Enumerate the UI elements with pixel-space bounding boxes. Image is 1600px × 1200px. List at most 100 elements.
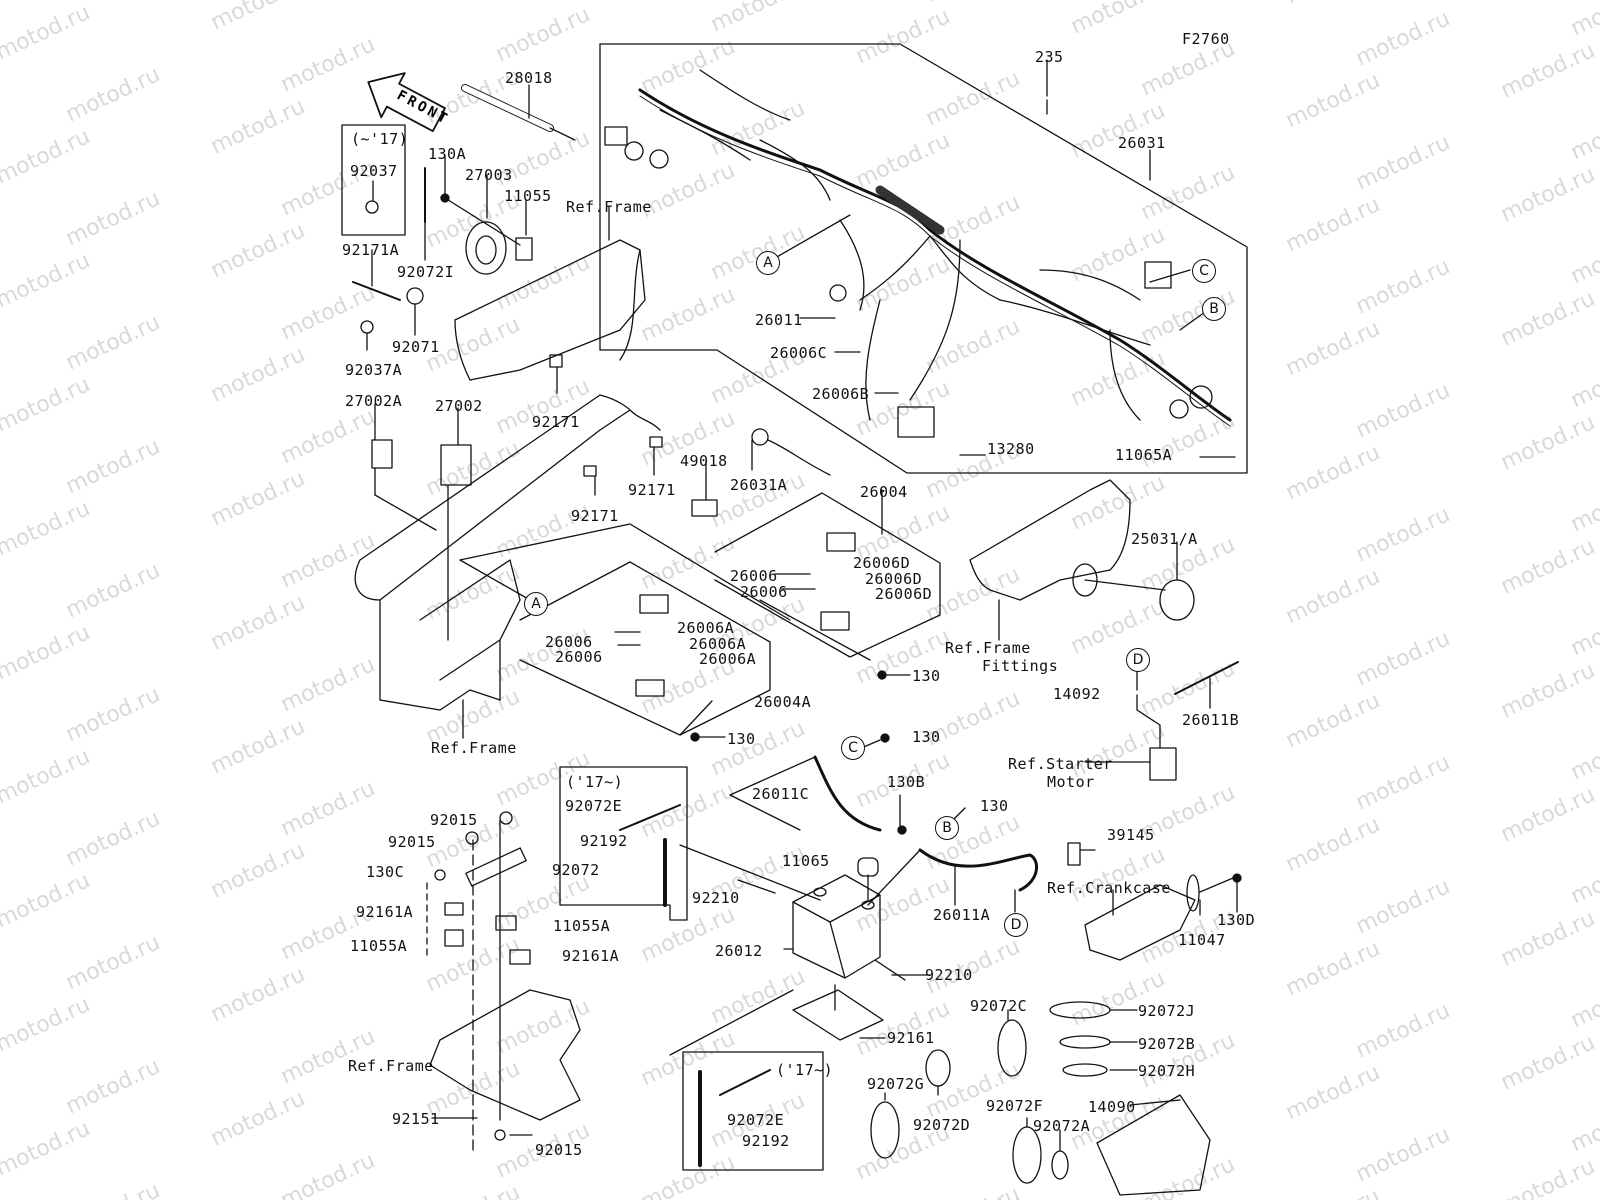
part-label-130-fusebox[interactable]: 130 [912, 667, 941, 685]
part-label-130-fusebox-a[interactable]: 130 [727, 730, 756, 748]
part-label-26004a[interactable]: 26004A [754, 693, 812, 711]
callout-b-harness: B [1202, 297, 1226, 321]
ref-crankcase-label: Ref.Crankcase [1047, 879, 1171, 897]
part-label-92210-bottom[interactable]: 92210 [925, 966, 973, 984]
part-label-26006-a2[interactable]: 26006 [555, 648, 603, 666]
part-label-11065a[interactable]: 11065A [1115, 446, 1173, 464]
part-label-92192-bottom[interactable]: 92192 [742, 1132, 790, 1150]
harness-group-outline [599, 43, 1248, 474]
part-label-26011[interactable]: 26011 [755, 311, 803, 329]
frame-fittings [969, 479, 1166, 641]
part-label-130d[interactable]: 130D [1217, 911, 1256, 929]
part-label-92037[interactable]: 92037 [350, 162, 398, 180]
year-note-post17-top: ('17~) [566, 773, 624, 791]
part-label-92072i[interactable]: 92072I [397, 263, 455, 281]
part-label-92171-mid[interactable]: 92171 [628, 481, 676, 499]
part-label-26006c[interactable]: 26006C [770, 344, 828, 362]
part-label-26006a-2[interactable]: 26006A [689, 635, 747, 653]
part-label-92161a-right[interactable]: 92161A [562, 947, 620, 965]
front-arrow [367, 72, 446, 133]
part-label-130-b[interactable]: 130 [980, 797, 1009, 815]
callout-a-harness: A [756, 251, 780, 275]
part-label-235[interactable]: 235 [1035, 48, 1064, 66]
part-label-92037a[interactable]: 92037A [345, 361, 403, 379]
battery-mat [792, 989, 884, 1041]
part-label-92072a[interactable]: 92072A [1033, 1117, 1091, 1135]
part-label-130-c[interactable]: 130 [912, 728, 941, 746]
part-label-27002[interactable]: 27002 [435, 397, 483, 415]
part-label-92210-top[interactable]: 92210 [692, 889, 740, 907]
part-label-92072b[interactable]: 92072B [1138, 1035, 1196, 1053]
part-label-13280[interactable]: 13280 [987, 440, 1035, 458]
part-label-92171a[interactable]: 92171A [342, 241, 400, 259]
part-label-11055a-left[interactable]: 11055A [350, 937, 408, 955]
part-label-25031a[interactable]: 25031/A [1131, 530, 1198, 548]
part-label-92071[interactable]: 92071 [392, 338, 440, 356]
callout-d-starter: D [1126, 648, 1150, 672]
part-label-26006-d2[interactable]: 26006 [740, 583, 788, 601]
callout-d-cable: D [1004, 913, 1028, 937]
part-label-49018[interactable]: 49018 [680, 452, 728, 470]
part-label-26006d-1[interactable]: 26006D [853, 554, 911, 572]
part-label-92015-b[interactable]: 92015 [388, 833, 436, 851]
part-label-92151[interactable]: 92151 [392, 1110, 440, 1128]
part-label-92161a-left[interactable]: 92161A [356, 903, 414, 921]
part-label-92072e-bottom[interactable]: 92072E [727, 1111, 785, 1129]
main-wiring-harness [604, 69, 1232, 438]
cap-25031a [1159, 579, 1195, 621]
part-label-26031[interactable]: 26031 [1118, 134, 1166, 152]
part-label-130b[interactable]: 130B [887, 773, 926, 791]
ref-frame-label-mid: Ref.Frame [431, 739, 517, 757]
part-label-26004[interactable]: 26004 [860, 483, 908, 501]
part-label-26006d-3[interactable]: 26006D [875, 585, 933, 603]
part-label-26011a[interactable]: 26011A [933, 906, 991, 924]
part-label-26011c[interactable]: 26011C [752, 785, 810, 803]
part-label-11055[interactable]: 11055 [504, 187, 552, 205]
part-label-92072h[interactable]: 92072H [1138, 1062, 1196, 1080]
part-label-11047[interactable]: 11047 [1178, 931, 1226, 949]
part-label-92192-top[interactable]: 92192 [580, 832, 628, 850]
part-label-39145[interactable]: 39145 [1107, 826, 1155, 844]
part-label-92161[interactable]: 92161 [887, 1029, 935, 1047]
part-label-26031a[interactable]: 26031A [730, 476, 788, 494]
battery [792, 874, 881, 979]
ref-frame-fittings-label: Ref.Frame [945, 639, 1031, 657]
part-label-27003[interactable]: 27003 [465, 166, 513, 184]
part-label-92072c[interactable]: 92072C [970, 997, 1028, 1015]
part-label-28018[interactable]: 28018 [505, 69, 553, 87]
part-label-11065[interactable]: 11065 [782, 852, 830, 870]
part-label-11055a-right[interactable]: 11055A [553, 917, 611, 935]
part-label-26006-d1[interactable]: 26006 [730, 567, 778, 585]
post17-box-bottom [682, 1051, 824, 1171]
part-label-92072j[interactable]: 92072J [1138, 1002, 1196, 1020]
front-frame-top [454, 206, 646, 381]
ref-frame-label-bottom: Ref.Frame [348, 1057, 434, 1075]
part-label-26006-a1[interactable]: 26006 [545, 633, 593, 651]
part-label-92072[interactable]: 92072 [552, 861, 600, 879]
part-label-130a[interactable]: 130A [428, 145, 467, 163]
part-label-26012[interactable]: 26012 [715, 942, 763, 960]
part-label-130c[interactable]: 130C [366, 863, 405, 881]
part-label-14090[interactable]: 14090 [1088, 1098, 1136, 1116]
fusebox-outline [714, 492, 941, 658]
part-label-92072f[interactable]: 92072F [986, 1097, 1044, 1115]
part-label-92171-top[interactable]: 92171 [532, 413, 580, 431]
part-label-92072e-top[interactable]: 92072E [565, 797, 623, 815]
year-note-pre17: (~'17) [351, 130, 409, 148]
part-label-92171-low[interactable]: 92171 [571, 507, 619, 525]
part-label-26006a-1[interactable]: 26006A [677, 619, 735, 637]
part-label-92072d[interactable]: 92072D [913, 1116, 971, 1134]
part-label-27002a[interactable]: 27002A [345, 392, 403, 410]
part-label-92072g[interactable]: 92072G [867, 1075, 925, 1093]
crankcase [1084, 884, 1196, 961]
callout-b-cable: B [935, 816, 959, 840]
part-label-26006a-3[interactable]: 26006A [699, 650, 757, 668]
battery-frame [426, 819, 581, 1151]
part-label-26011b[interactable]: 26011B [1182, 711, 1240, 729]
part-label-92015-a[interactable]: 92015 [430, 811, 478, 829]
part-label-26006b[interactable]: 26006B [812, 385, 870, 403]
part-label-14092[interactable]: 14092 [1053, 685, 1101, 703]
part-label-26006d-2[interactable]: 26006D [865, 570, 923, 588]
fusebox-a-outline [519, 561, 771, 736]
part-label-92015-bottom[interactable]: 92015 [535, 1141, 583, 1159]
